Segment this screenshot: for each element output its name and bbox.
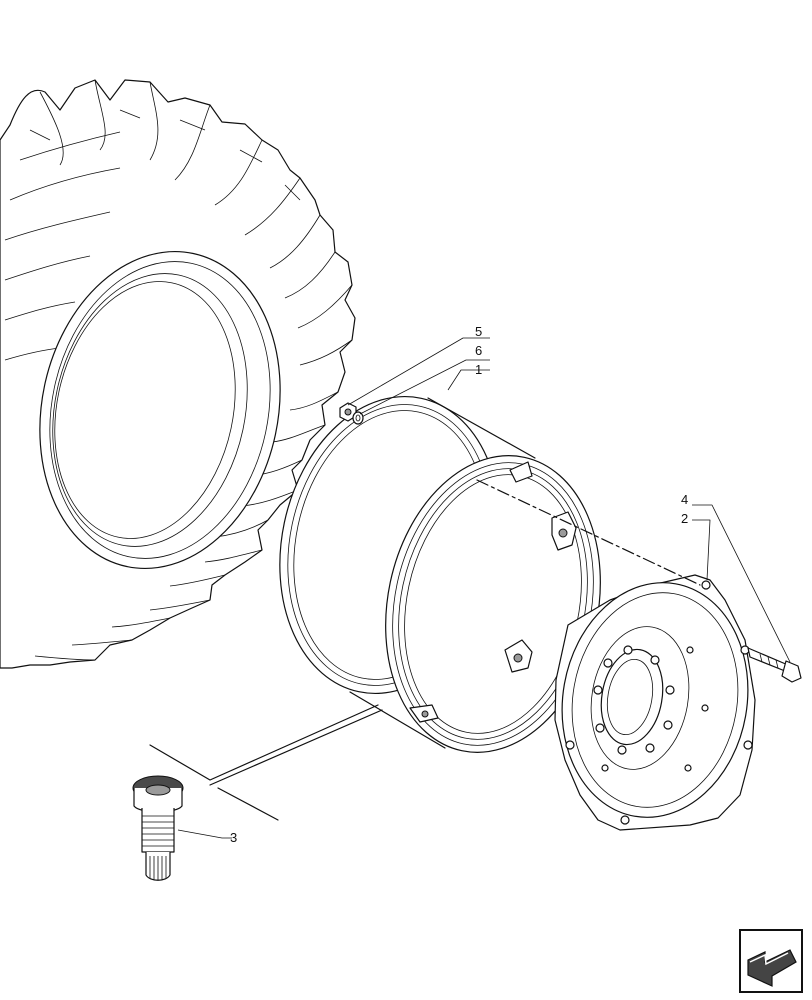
rim-mounting-lug — [509, 461, 533, 483]
callout-1: 1 — [475, 362, 482, 377]
callout-6: 6 — [475, 343, 482, 358]
previous-page-arrow-icon[interactable] — [739, 929, 803, 993]
callout-3: 3 — [230, 830, 237, 845]
callout-5: 5 — [475, 324, 482, 339]
leader-lines — [177, 337, 791, 839]
rim-mounting-lug — [409, 704, 439, 723]
wheel-rim — [279, 395, 601, 753]
wheel-centre-disc — [554, 574, 756, 831]
tractor-tire — [0, 79, 356, 669]
callout-4: 4 — [681, 492, 688, 507]
washer — [352, 411, 364, 425]
tire-valve — [132, 775, 184, 881]
assembly-lines — [149, 479, 701, 821]
callout-2: 2 — [681, 511, 688, 526]
wheel-bolt — [747, 647, 802, 683]
stud-holes — [593, 645, 675, 755]
rim-mounting-lug — [551, 511, 577, 551]
rim-mounting-lug — [504, 639, 533, 673]
